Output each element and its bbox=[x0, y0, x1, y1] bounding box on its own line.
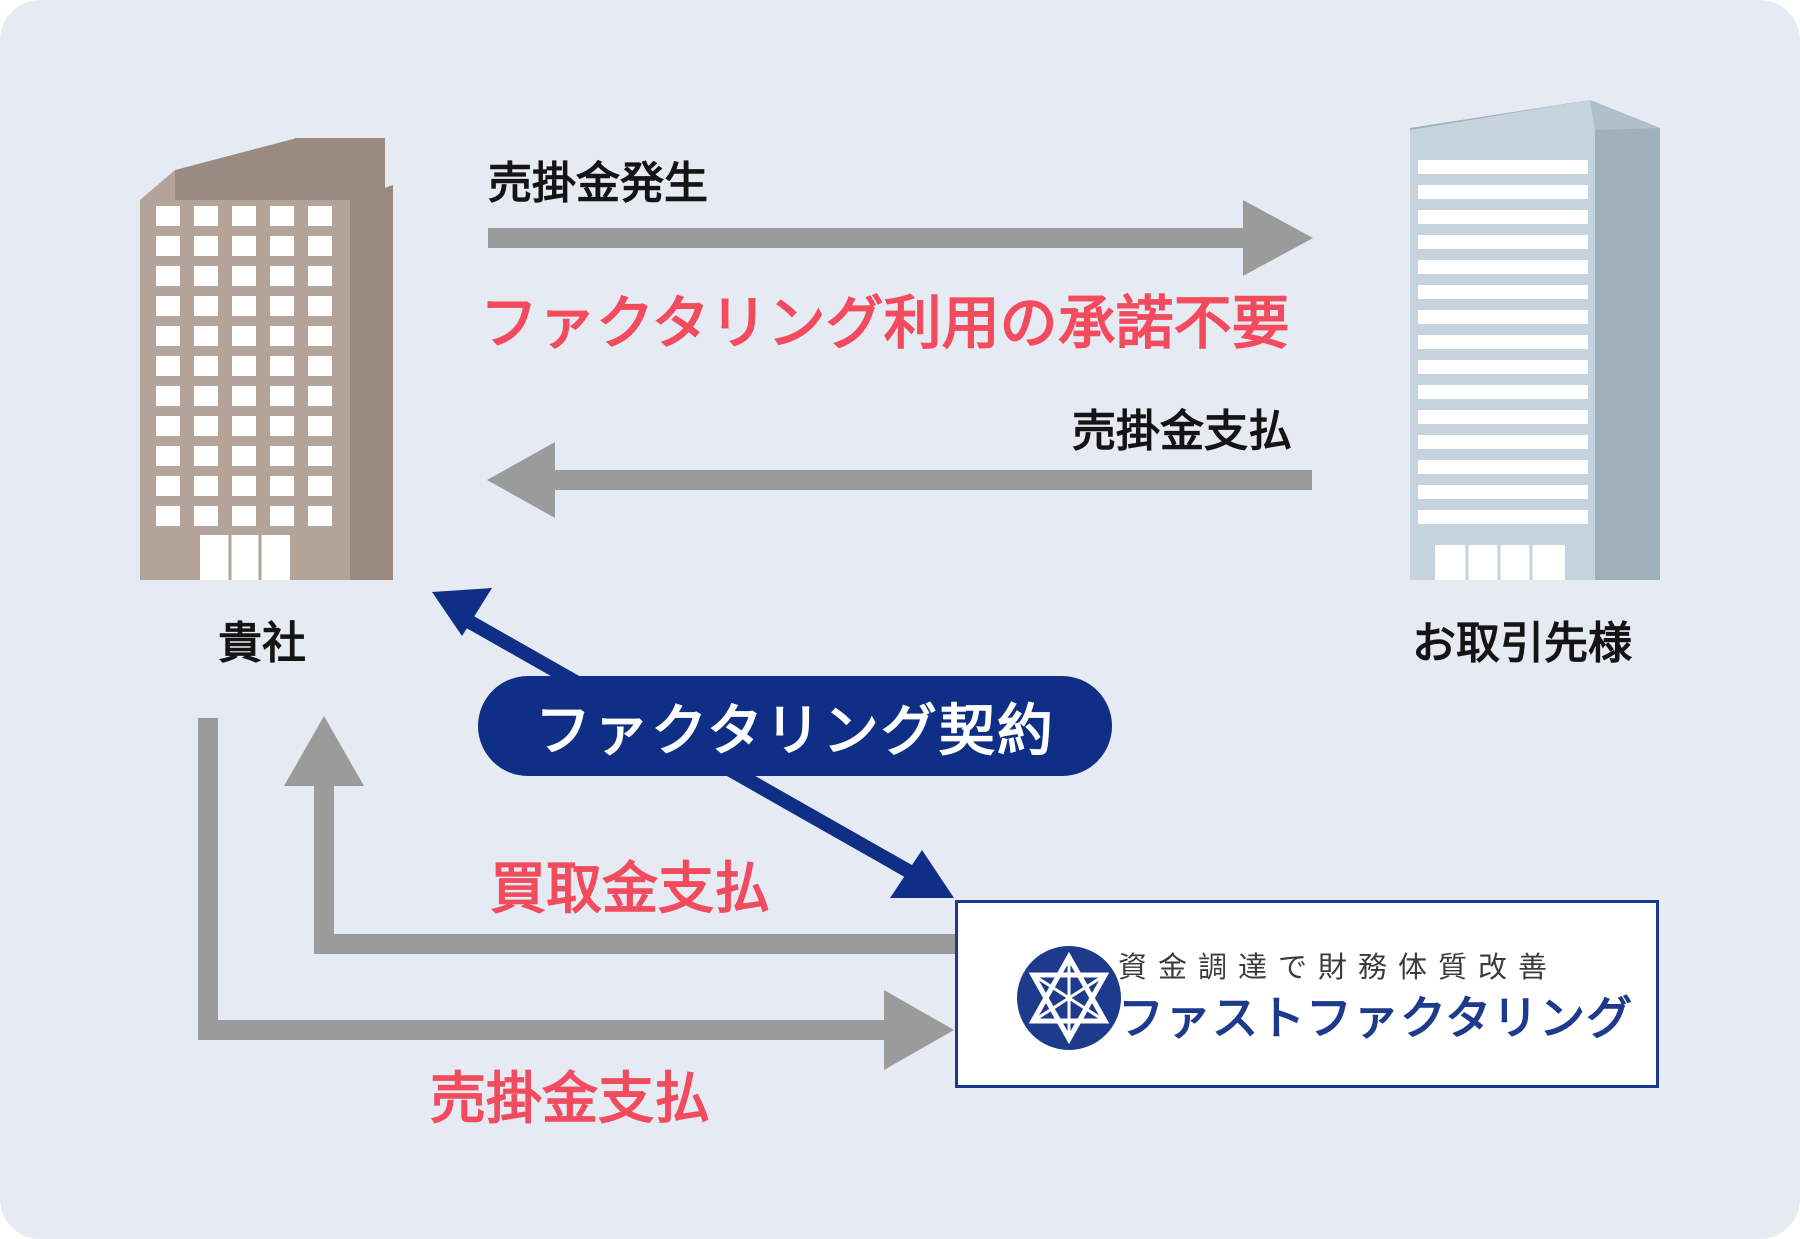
building-window bbox=[194, 476, 218, 496]
contract-badge: ファクタリング契約 bbox=[478, 676, 1112, 776]
building-window bbox=[270, 236, 294, 256]
fast-factoring-logo: 資金調達で財務体質改善 ファストファクタリング bbox=[955, 900, 1659, 1088]
building-window bbox=[308, 506, 332, 526]
building-window bbox=[270, 416, 294, 436]
building-floor-stripe bbox=[1418, 285, 1588, 299]
building-window bbox=[270, 266, 294, 286]
label-company: 貴社 bbox=[218, 618, 306, 669]
label-receivable-payment-bottom: 売掛金支払 bbox=[430, 1067, 710, 1132]
building-window bbox=[270, 506, 294, 526]
building-window bbox=[156, 266, 180, 286]
building-window bbox=[156, 416, 180, 436]
logo-name: ファストファクタリング bbox=[1118, 991, 1634, 1045]
building-window bbox=[194, 236, 218, 256]
label-contract: ファクタリング契約 bbox=[535, 698, 1055, 764]
building-window bbox=[308, 386, 332, 406]
building-window bbox=[232, 386, 256, 406]
building-window bbox=[156, 236, 180, 256]
label-receivable-occur: 売掛金発生 bbox=[488, 158, 708, 209]
building-window bbox=[308, 266, 332, 286]
building-window bbox=[194, 506, 218, 526]
building-floor-stripe bbox=[1418, 510, 1588, 524]
arrow-receivable-payment-top bbox=[487, 442, 1312, 518]
star-triangle-logo-icon bbox=[1017, 946, 1121, 1050]
building-window bbox=[308, 476, 332, 496]
building-window bbox=[156, 326, 180, 346]
building-floor-stripe bbox=[1418, 260, 1588, 274]
label-purchase-payment: 買取金支払 bbox=[490, 857, 770, 922]
building-window bbox=[194, 386, 218, 406]
arrow-receivable-payment-bottom bbox=[198, 718, 954, 1070]
building-floor-stripe bbox=[1418, 485, 1588, 499]
building-window bbox=[194, 446, 218, 466]
building-window bbox=[232, 446, 256, 466]
building-window bbox=[232, 296, 256, 316]
building-window bbox=[270, 476, 294, 496]
building-window bbox=[194, 326, 218, 346]
building-floor-stripe bbox=[1418, 410, 1588, 424]
building-window bbox=[232, 416, 256, 436]
building-window bbox=[308, 296, 332, 316]
building-window bbox=[232, 506, 256, 526]
building-window bbox=[194, 296, 218, 316]
building-floor-stripe bbox=[1418, 335, 1588, 349]
building-window bbox=[232, 476, 256, 496]
building-window bbox=[308, 446, 332, 466]
label-client: お取引先様 bbox=[1412, 618, 1632, 669]
building-window bbox=[270, 326, 294, 346]
arrow-purchase-payment bbox=[284, 716, 956, 954]
building-window bbox=[194, 206, 218, 226]
building-window bbox=[308, 236, 332, 256]
building-window bbox=[232, 266, 256, 286]
building-floor-stripe bbox=[1418, 360, 1588, 374]
building-floor-stripe bbox=[1418, 460, 1588, 474]
label-no-consent: ファクタリング利用の承諾不要 bbox=[480, 289, 1290, 357]
logo-tagline: 資金調達で財務体質改善 bbox=[1118, 950, 1559, 984]
building-floor-stripe bbox=[1418, 185, 1588, 199]
building-window bbox=[156, 476, 180, 496]
building-floor-stripe bbox=[1418, 160, 1588, 174]
building-window bbox=[232, 206, 256, 226]
client-building-icon bbox=[1410, 100, 1660, 580]
building-floor-stripe bbox=[1418, 385, 1588, 399]
building-window bbox=[232, 356, 256, 376]
building-window bbox=[194, 356, 218, 376]
building-window bbox=[308, 356, 332, 376]
label-receivable-payment-top: 売掛金支払 bbox=[1072, 406, 1292, 457]
building-floor-stripe bbox=[1418, 210, 1588, 224]
building-window bbox=[194, 266, 218, 286]
building-window bbox=[270, 386, 294, 406]
building-window bbox=[156, 446, 180, 466]
building-floor-stripe bbox=[1418, 435, 1588, 449]
building-window bbox=[156, 206, 180, 226]
building-window bbox=[270, 206, 294, 226]
building-window bbox=[232, 236, 256, 256]
building-window bbox=[156, 356, 180, 376]
building-floor-stripe bbox=[1418, 235, 1588, 249]
building-window bbox=[156, 296, 180, 316]
building-window bbox=[232, 326, 256, 346]
building-window bbox=[270, 296, 294, 316]
building-window bbox=[156, 506, 180, 526]
company-building-icon bbox=[140, 138, 393, 580]
building-window bbox=[194, 416, 218, 436]
building-window bbox=[308, 416, 332, 436]
building-window bbox=[270, 356, 294, 376]
building-window bbox=[308, 326, 332, 346]
building-floor-stripe bbox=[1418, 310, 1588, 324]
building-window bbox=[308, 206, 332, 226]
arrow-receivable-occur bbox=[488, 200, 1313, 276]
building-window bbox=[270, 446, 294, 466]
building-window bbox=[156, 386, 180, 406]
